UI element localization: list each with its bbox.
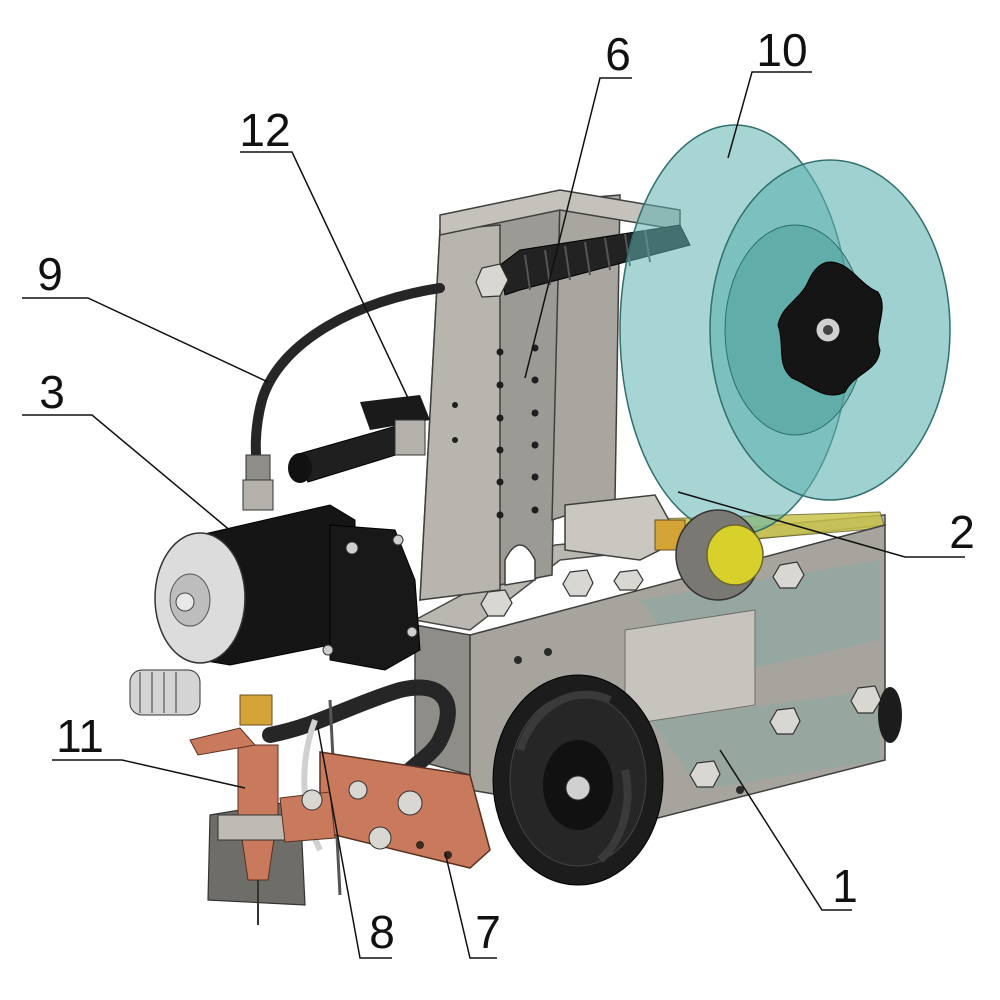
- callout-7: 7: [475, 906, 501, 958]
- callout-9: 9: [37, 248, 63, 300]
- callout-12: 12: [239, 104, 290, 156]
- tension-adjuster: [564, 494, 764, 601]
- callout-1: 1: [832, 860, 858, 912]
- leader-lines: [22, 71, 965, 959]
- motor-icon: [129, 504, 421, 716]
- welding-torch-icon: [189, 694, 306, 925]
- control-cable: [242, 283, 445, 511]
- callout-10: 10: [756, 24, 807, 76]
- callout-labels: 10 6 12 9 3 2 11 1 8 7: [37, 24, 975, 958]
- callout-2: 2: [949, 506, 975, 558]
- callout-11: 11: [56, 710, 104, 762]
- wire-spool-icon: [619, 124, 951, 536]
- limit-switch: [288, 395, 430, 483]
- callout-3: 3: [39, 366, 65, 418]
- drive-wheel-icon: [492, 674, 664, 886]
- callout-6: 6: [605, 28, 631, 80]
- callout-8: 8: [369, 906, 395, 958]
- vertical-mast: [419, 189, 681, 601]
